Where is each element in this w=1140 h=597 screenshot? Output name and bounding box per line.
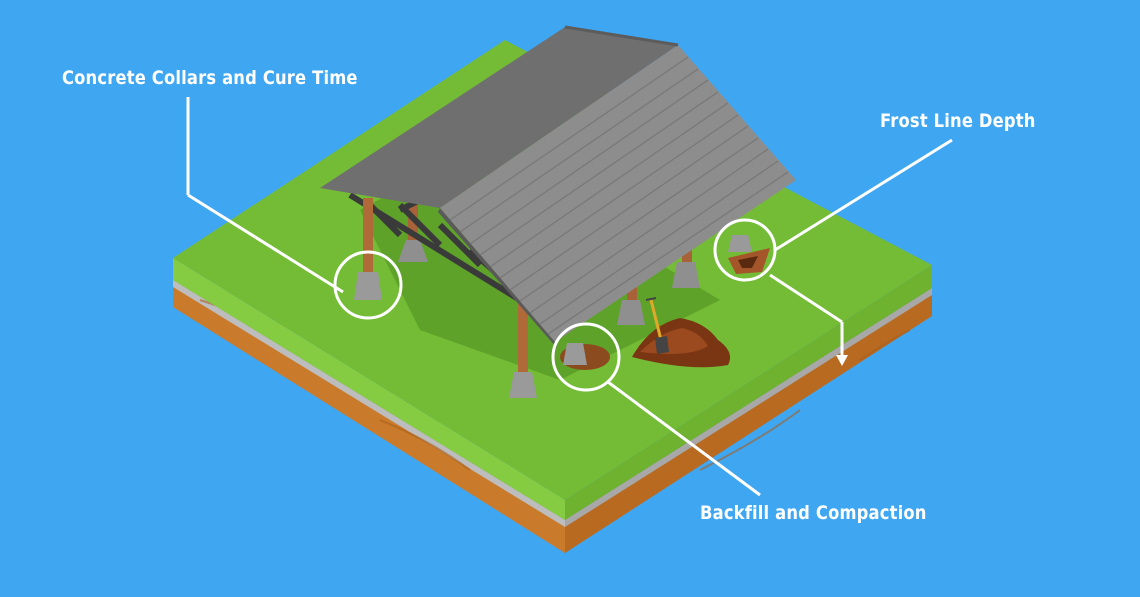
callout-backfill	[551, 322, 761, 497]
callout-collars	[186, 97, 403, 320]
label-concrete-collars: Concrete Collars and Cure Time	[62, 67, 358, 89]
soil-right-side	[565, 288, 932, 553]
circle-highlight-frost	[713, 218, 777, 282]
circle-highlight-collars	[333, 250, 403, 320]
soil-left-side	[173, 280, 565, 553]
callout-frost	[713, 138, 953, 366]
backfill-footing	[560, 343, 610, 370]
label-frost-line-depth: Frost Line Depth	[880, 110, 1036, 132]
front-left-post	[354, 198, 382, 300]
frost-footing	[728, 235, 770, 274]
corrugated-roof	[320, 25, 796, 348]
label-backfill-compaction: Backfill and Compaction	[700, 502, 927, 524]
front-center-post	[509, 300, 537, 398]
shovel-icon	[645, 297, 669, 354]
circle-highlight-backfill	[551, 322, 621, 392]
